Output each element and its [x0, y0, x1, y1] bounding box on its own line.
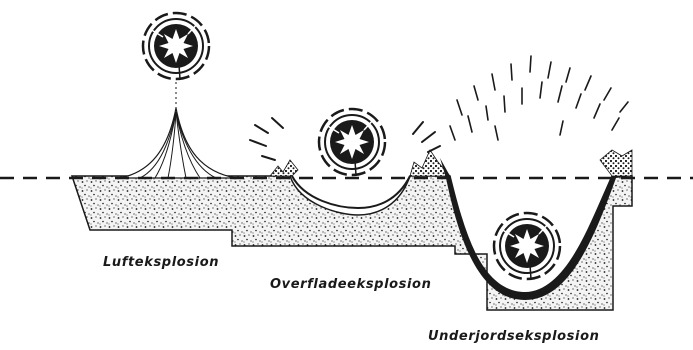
underground-ejecta: [450, 56, 628, 140]
air-burst-icon: [143, 13, 209, 79]
crater-right-rim: [600, 150, 632, 176]
label-surface-explosion: Overfladeeksplosion: [270, 277, 431, 292]
underground-burst-icon: [494, 213, 560, 279]
debris-rim-right: [410, 150, 450, 176]
surface-burst-icon: [319, 109, 385, 175]
label-air-explosion: Lufteksplosion: [103, 255, 219, 270]
label-underground-explosion: Underjordseksplosion: [428, 329, 599, 344]
dust-cone: [120, 82, 236, 178]
debris-rim-left: [270, 160, 298, 176]
